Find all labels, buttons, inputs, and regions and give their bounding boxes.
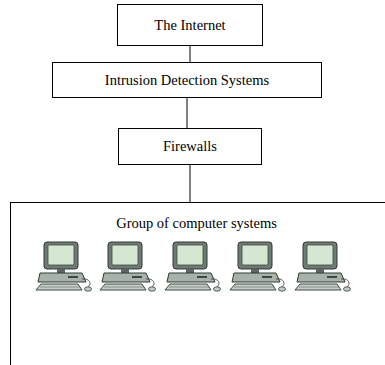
group-title: Group of computer systems <box>116 215 277 232</box>
box-label: Intrusion Detection Systems <box>105 72 269 89</box>
network-box: The Internet <box>117 4 263 46</box>
process-box: Firewalls <box>118 128 262 165</box>
connector-line <box>190 165 191 202</box>
group-box: Group of computer systems <box>10 202 385 365</box>
process-box: Intrusion Detection Systems <box>52 62 322 98</box>
box-label: Firewalls <box>163 138 217 155</box>
box-label: The Internet <box>154 17 225 34</box>
connector-line <box>187 98 188 128</box>
connector-line <box>190 46 191 62</box>
